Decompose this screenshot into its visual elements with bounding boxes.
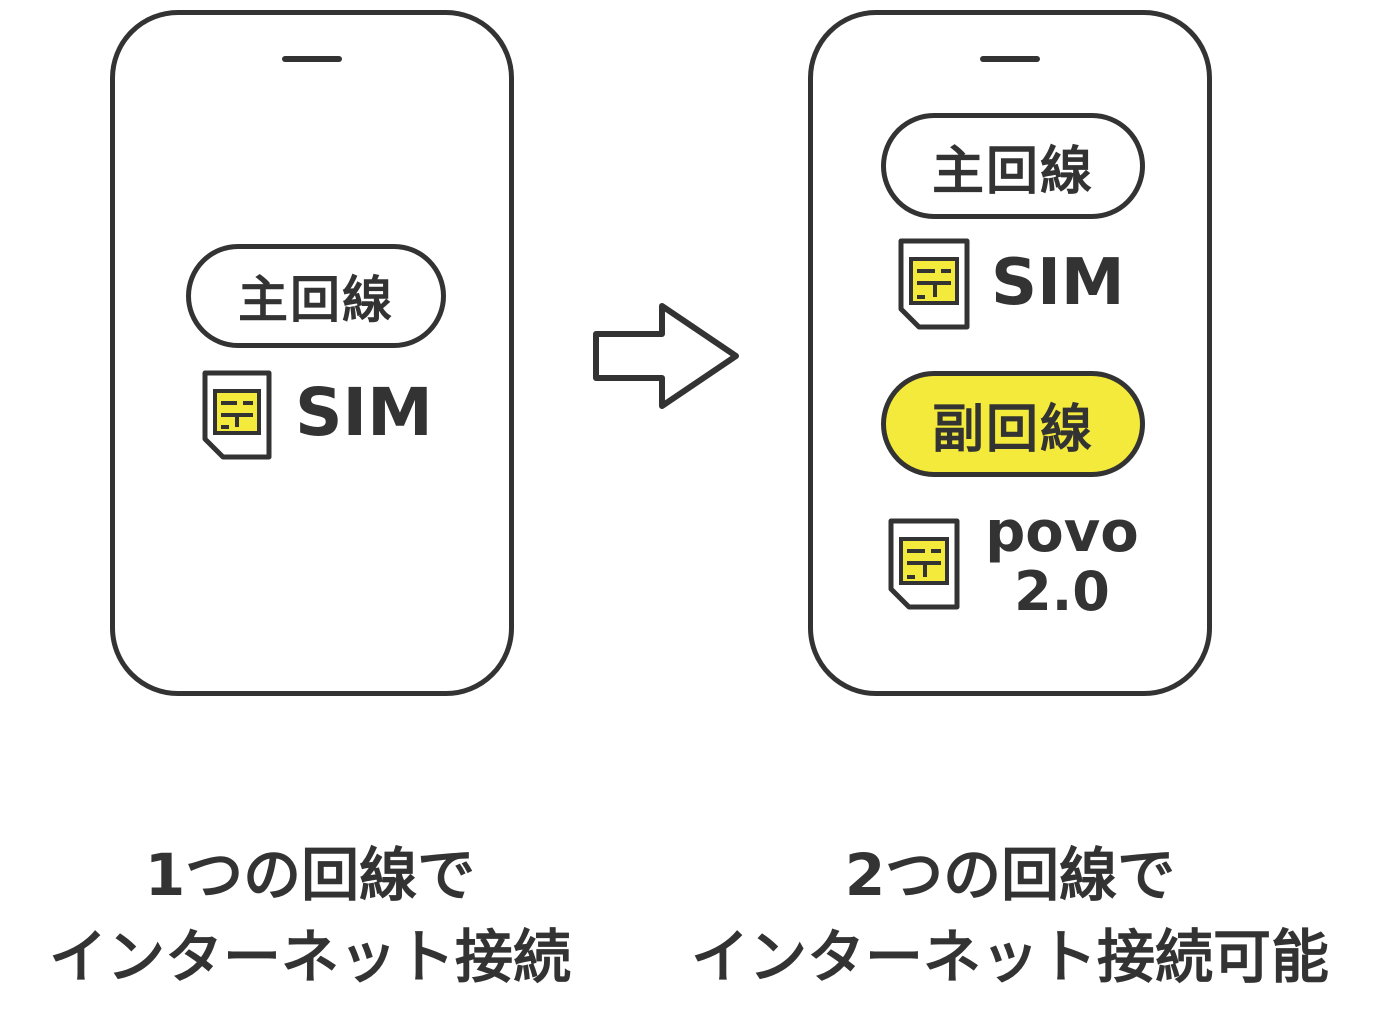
caption-right-line2: インターネット接続可能 [690,923,1329,991]
sim-card-icon [199,367,277,463]
povo-logo: povo 2.0 [979,505,1145,619]
secondary-line-badge: 副回線 [881,371,1145,477]
right-arrow-icon [590,300,746,416]
caption-right-line1: 2つの回線で [844,841,1176,909]
povo-version: 2.0 [1014,560,1110,623]
sim-label: SIM [991,246,1125,320]
primary-line-badge: 主回線 [881,113,1145,219]
phone-speaker [282,56,342,62]
phone-single-line: 主回線 SIM [110,10,514,696]
secondary-line-label: 副回線 [931,399,1094,460]
sim-label: SIM [295,374,433,451]
primary-line-badge: 主回線 [186,244,446,348]
povo-name: povo [985,500,1139,565]
caption-right: 2つの回線で インターネット接続可能 [660,846,1360,986]
phone-speaker [980,56,1040,62]
caption-left-line1: 1つの回線で [144,841,476,909]
caption-left: 1つの回線で インターネット接続 [20,846,600,986]
phone-dual-line: 主回線 SIM 副回線 povo 2.0 [808,10,1212,696]
caption-left-line2: インターネット接続 [48,923,571,991]
primary-line-label: 主回線 [931,141,1094,202]
sim-card-icon [895,235,975,333]
primary-line-label: 主回線 [238,271,394,329]
sim-card-icon [885,515,965,613]
